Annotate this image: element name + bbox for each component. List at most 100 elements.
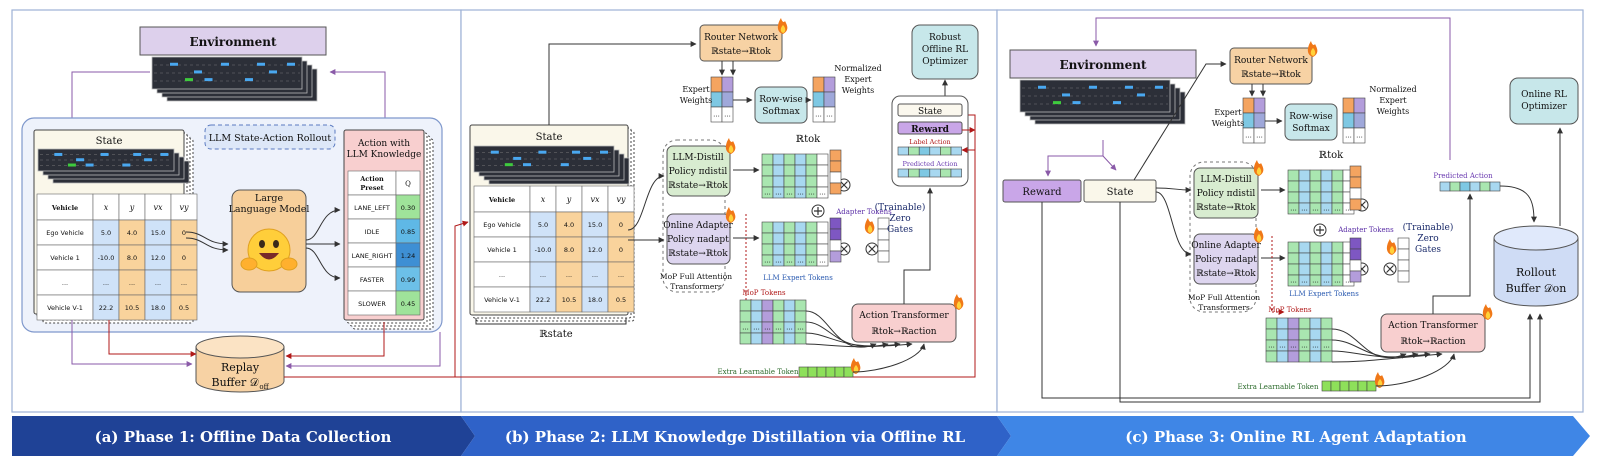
p2-optimizer-box [911, 24, 979, 80]
p2-state-table-value: 18.0 [588, 296, 602, 304]
p2-adapt-tokens-cell [794, 243, 807, 256]
fire-inner [1389, 246, 1395, 254]
p2-optimizer-label-line-1: Offline RL [922, 45, 968, 55]
p2-mop-token-grid-dots: ... [764, 324, 771, 332]
p3-router-box [1229, 47, 1313, 85]
p2-gate-col-a-cell [829, 171, 842, 184]
p2-adapt-box [666, 213, 731, 265]
p1-replay-label: Replay [221, 361, 260, 374]
p2-adapt-tokens-cell [794, 232, 807, 245]
p2-adapt-tokens-cell [761, 243, 774, 256]
p3-zero-gates-cell [1397, 270, 1410, 283]
p3-mop-token-grid-dots: ... [1323, 342, 1330, 350]
p2-arrow-state-distill [627, 173, 665, 231]
p1-action-cell [347, 290, 397, 316]
p2-mop-token-grid-cell [772, 299, 785, 312]
p1-state-table-value: 0.5 [179, 304, 189, 312]
p2-mop-token-grid-cell [794, 299, 807, 312]
p2-state-table-cell [473, 286, 531, 313]
p1-state-table-value: 15.0 [151, 229, 165, 237]
p2-buf-state [897, 103, 963, 117]
p1-highway-car [257, 62, 265, 66]
p2-adapt-tokens-cell [761, 221, 774, 234]
p3-mop-token-grid-cell [1265, 317, 1278, 330]
p3-gate-col-a-cell [1349, 165, 1362, 178]
p1-state-highway-car [144, 158, 153, 162]
p3-distill-tokens-cell [1298, 180, 1311, 193]
p2-extra-token-grid-cell [825, 366, 836, 378]
p2-adapt-tokens-cell [783, 232, 796, 245]
p3-adapt-tokens-cell [1287, 241, 1300, 254]
p3-adapt-tokens-cell [1298, 263, 1311, 276]
p3-pred-action-grid-cell [1459, 181, 1471, 192]
hugging-face-icon [240, 228, 298, 272]
p3-expert-weights-dots: ... [1245, 132, 1252, 140]
p3-rollout-top [1493, 225, 1579, 251]
p2-expert-weights-label: Weights [680, 96, 712, 105]
p2-expert-weights-cell [710, 91, 723, 108]
p2-distill-tokens-cell [772, 153, 785, 166]
p1-arrow-replay-phase2 [284, 220, 469, 378]
fire-inner [1256, 234, 1262, 242]
p2-norm-weights-cell [823, 91, 836, 108]
p2-distill-tokens-cell [761, 175, 774, 188]
p1-arrow-rollout-replay [285, 332, 441, 369]
p1-state-table-header: Vehicle [51, 204, 78, 212]
p1-highway-car [269, 70, 277, 74]
p2-adapt-tokens-cell [816, 232, 829, 245]
p3-arrow-env-reward [1045, 140, 1104, 177]
p3-rollout-label-line-0: Rollout [1516, 266, 1557, 279]
p3-distill-label-line-1: Policy πdistil [1197, 189, 1256, 199]
p2-expert-weights-cell [721, 106, 734, 123]
p2-expert-weights-cell [710, 76, 723, 93]
p1-highway-car [287, 62, 295, 66]
p3-distill-tokens-dots: ... [1323, 205, 1330, 213]
p2-pred-action-grid-cell [897, 168, 909, 178]
p2-mop-token-grid-dots: ... [797, 324, 804, 332]
p2-buf-state-label: State [918, 107, 942, 117]
p2-distill-label-line-0: LLM-Distill [672, 153, 723, 163]
p1-action-head: Action [359, 175, 384, 183]
p2-adapt-tokens-cell [805, 243, 818, 256]
p2-label-action-grid-cell [929, 146, 941, 156]
p3-highway-car [1155, 85, 1163, 89]
p3-highway-car [1113, 101, 1121, 105]
p2-state-table-value: 10.5 [562, 296, 576, 304]
p2-mop-label-line-1: Transformers [670, 282, 722, 291]
p1-state-table-cell [92, 219, 120, 246]
p2-adapt-tokens-cell [794, 221, 807, 234]
p3-adapt-tokens-dots: ... [1312, 277, 1319, 285]
p3-adapt-tokens-cell [1309, 252, 1322, 265]
p2-state-table-value: Ego Vehicle [483, 221, 521, 229]
p1-q-cell [395, 266, 421, 292]
p3-mop-token-grid-cell [1265, 350, 1278, 363]
p2-state-table-header: Vehicle [488, 196, 515, 204]
p3-router-label-1: ℝstate→ℝtok [1241, 70, 1301, 80]
p3-gate-col-b-cell [1349, 248, 1362, 261]
p1-state-table-value: 10.5 [125, 304, 139, 312]
p2-state-table-value: 0 [619, 246, 623, 254]
p1-state-table-value: 0 [182, 254, 186, 262]
p1-state-table-header-cell [170, 193, 198, 221]
p3-mop-token-grid-dots: ... [1279, 342, 1286, 350]
plus-icon-cross [814, 207, 822, 215]
p2-gate-col-a-cell [829, 182, 842, 195]
p2-mop-token-grid-cell [761, 332, 774, 345]
p3-distill-tokens-dots: ... [1301, 205, 1308, 213]
p2-distill-tokens-dots: ... [786, 189, 793, 197]
p3-mop-token-grid-cell [1309, 328, 1322, 341]
p1-highway-car [194, 70, 202, 74]
p3-distill-tokens-cell [1309, 191, 1322, 204]
p2-mop-token-grid-cell [783, 299, 796, 312]
p3-norm-weights-label-line-2: Weights [1377, 107, 1409, 116]
p3-mop-token-grid-cell [1287, 328, 1300, 341]
p3-distill-tokens-cell [1309, 169, 1322, 182]
fire-icon [953, 294, 964, 310]
p2-distill-tokens-cell [761, 153, 774, 166]
p3-mop-token-grid-cell [1320, 350, 1333, 363]
p2-state-table-value: 4.0 [564, 221, 574, 229]
phase1-band [12, 416, 475, 456]
p2-arrow-state-router [548, 41, 697, 125]
p2-norm-weights-dots: ... [826, 111, 833, 119]
